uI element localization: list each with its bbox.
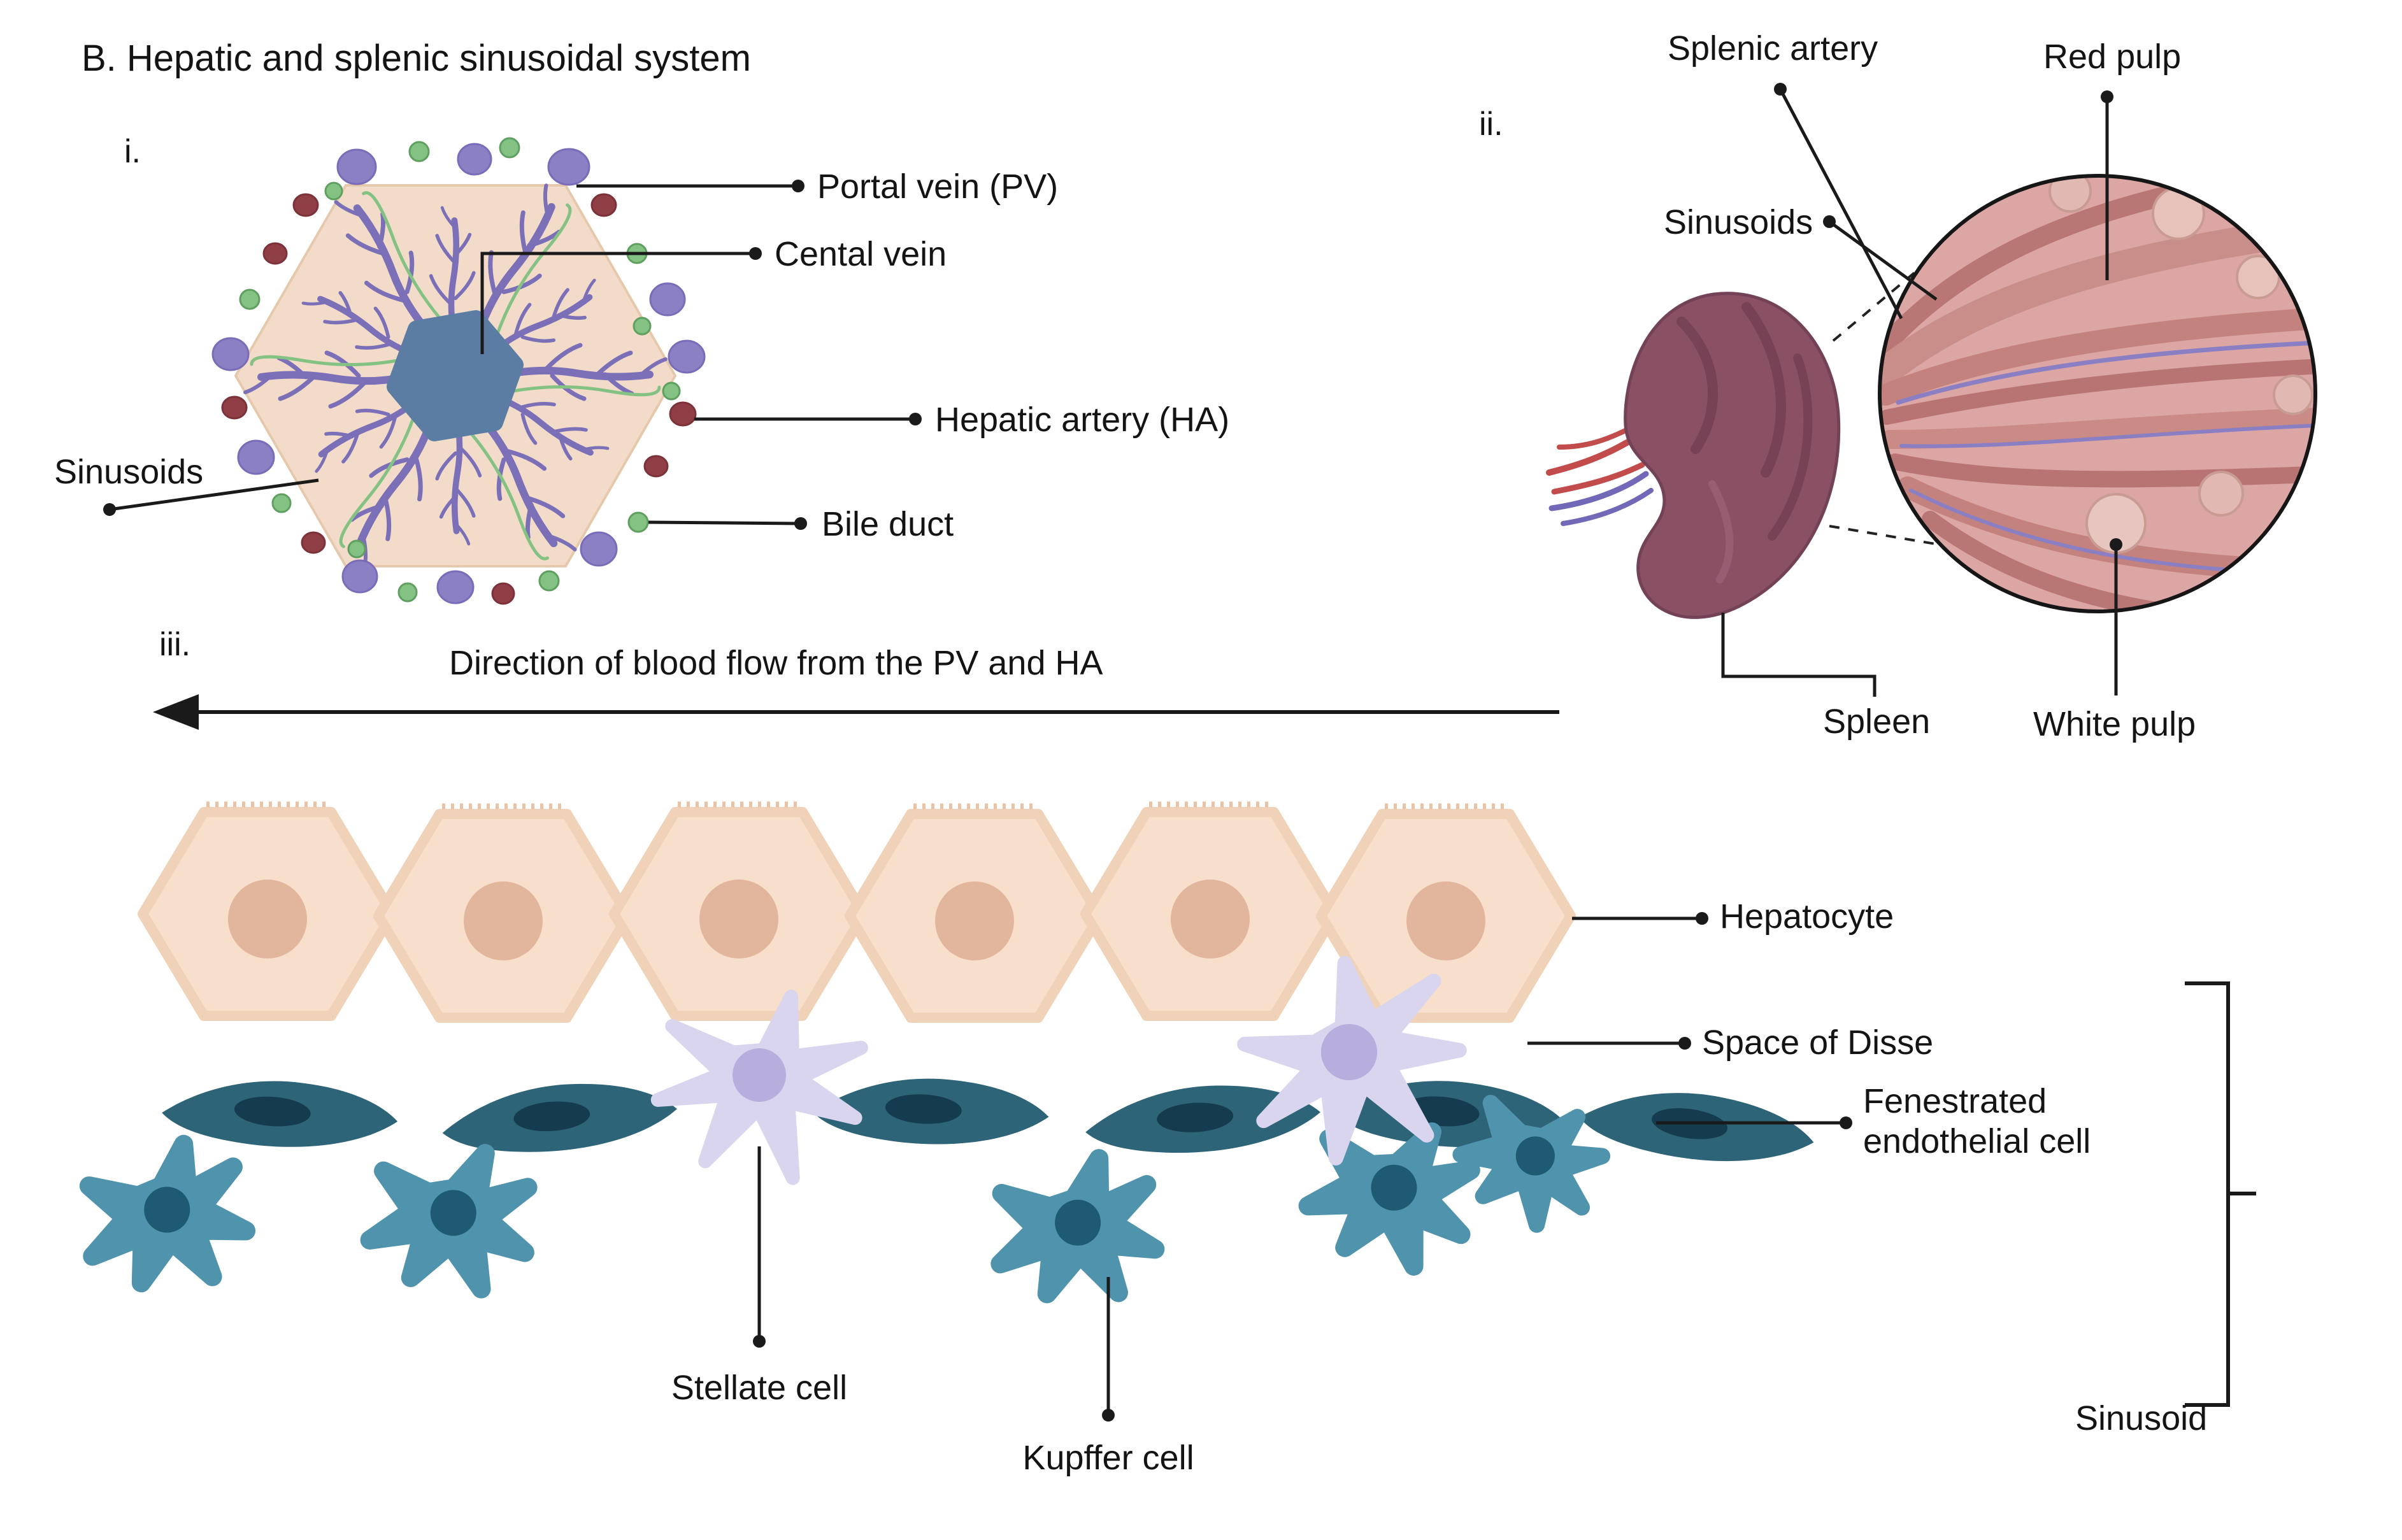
label-fenestrated-endothelial-cell: Fenestrated endothelial cell bbox=[1863, 1082, 2091, 1160]
liver-lobule-illustration bbox=[211, 137, 706, 605]
spleen-ridges bbox=[1676, 302, 1813, 583]
panel-ii-connectors bbox=[1721, 88, 2118, 697]
label-space-of-disse: Space of Disse bbox=[1702, 1023, 1934, 1062]
label-portal-vein: Portal vein (PV) bbox=[817, 168, 1059, 206]
splenic-vessels bbox=[1546, 425, 1654, 526]
label-hepatocyte: Hepatocyte bbox=[1720, 897, 1894, 936]
panel-i-pointer-dots bbox=[103, 180, 922, 530]
panel-iii-connectors bbox=[757, 916, 1846, 1415]
figure-title: B. Hepatic and splenic sinusoidal system bbox=[82, 38, 751, 79]
sinusoid-bracket bbox=[2185, 981, 2256, 1407]
panel-ii-index: ii. bbox=[1479, 106, 1503, 143]
label-central-vein: Cental vein bbox=[775, 235, 947, 273]
flow-caption: Direction of blood flow from the PV and … bbox=[449, 644, 1103, 682]
red-pulp-cords bbox=[1881, 177, 2314, 610]
panel-iii-pointer-dots bbox=[753, 912, 1852, 1422]
label-sinusoids-spleen: Sinusoids bbox=[1664, 203, 1813, 241]
blood-flow-arrow bbox=[153, 694, 1559, 730]
bile-duct-dots bbox=[239, 137, 681, 602]
label-stellate-cell: Stellate cell bbox=[671, 1369, 848, 1407]
label-splenic-artery: Splenic artery bbox=[1668, 29, 1878, 68]
central-vein-shape bbox=[387, 310, 524, 441]
panel-i-index: i. bbox=[124, 133, 141, 170]
panel-i-connectors bbox=[109, 184, 915, 525]
spleen-illustration bbox=[1546, 292, 1841, 619]
label-kupffer-cell: Kupffer cell bbox=[1022, 1439, 1194, 1477]
label-sinusoid: Sinusoid bbox=[2075, 1399, 2208, 1437]
panel-ii-pointer-dots bbox=[1774, 83, 2122, 551]
spleen-zoom-circle bbox=[1878, 174, 2317, 613]
hepatic-artery-blobs bbox=[221, 193, 697, 605]
label-bile-duct: Bile duct bbox=[822, 505, 954, 543]
label-spleen: Spleen bbox=[1823, 702, 1931, 741]
label-sinusoids-lobule: Sinusoids bbox=[54, 453, 204, 491]
panel-iii-index: iii. bbox=[159, 626, 191, 663]
label-white-pulp: White pulp bbox=[2033, 705, 2196, 743]
label-hepatic-artery: Hepatic artery (HA) bbox=[935, 401, 1230, 439]
label-red-pulp: Red pulp bbox=[2043, 38, 2182, 76]
portal-vein-blobs bbox=[211, 143, 706, 604]
